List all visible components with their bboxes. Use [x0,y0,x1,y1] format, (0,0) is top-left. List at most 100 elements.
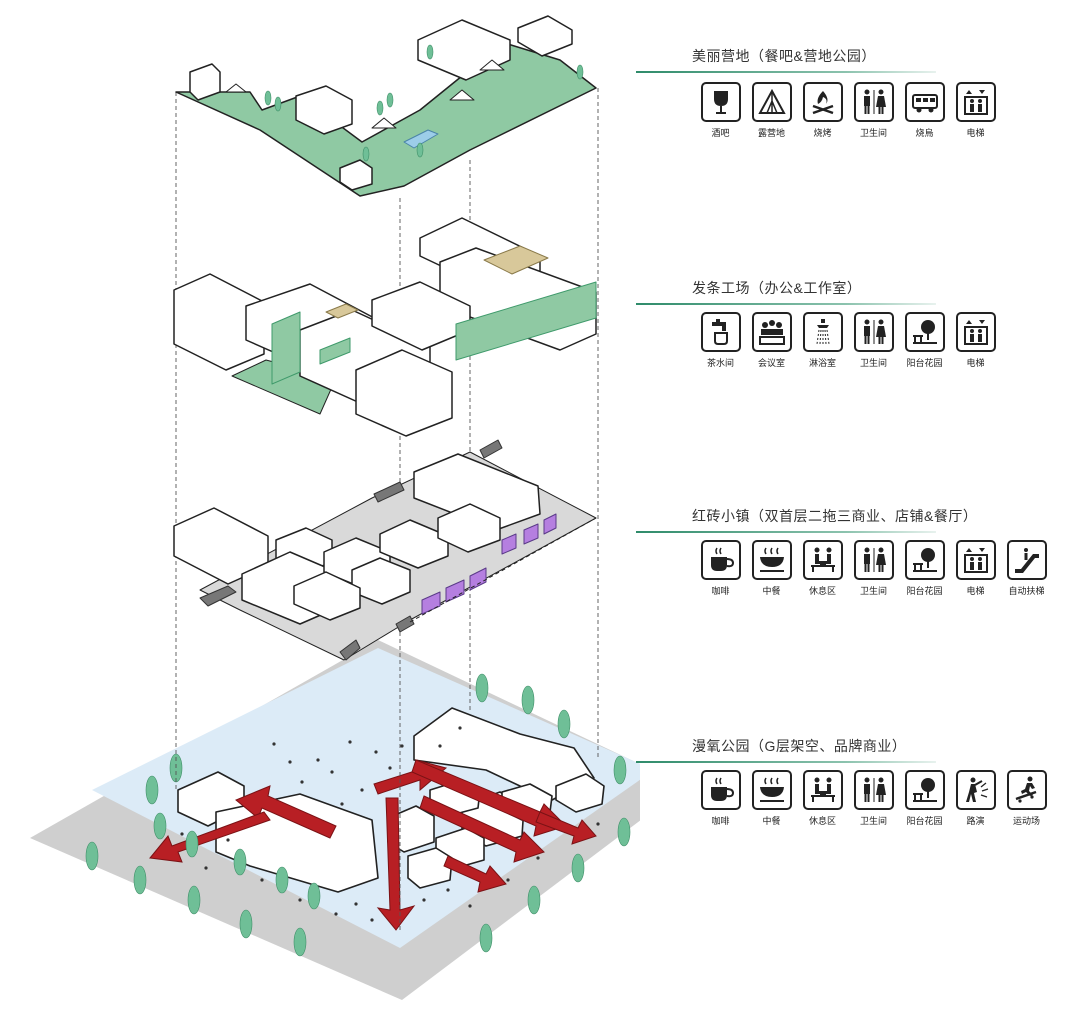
arrow-east-2 [419,795,545,863]
level-windup-workshop [173,217,597,437]
restroom-icon [853,82,894,122]
amenity-label: 电梯 [966,128,985,138]
amenity-restroom: 卫生间 [848,770,899,827]
amenity-row: 咖啡 中餐 休息区 卫生间 阳台花园 [695,540,1052,597]
layer-heading: 红砖小镇（双首层二拖三商业、店铺&餐厅） [636,506,978,533]
coffee-cup-icon [700,540,741,580]
amenity-escalator: 自动扶梯 [1001,540,1052,597]
amenity-balcony-garden: 阳台花园 [899,770,950,827]
amenity-label: 烧烤 [813,128,832,138]
workshop-sand-roofs [325,245,549,319]
amenity-meeting-room: 会议室 [746,312,797,369]
layer-heading: 漫氧公园（G层架空、品牌商业） [636,736,936,763]
skateboard-icon [1006,770,1047,810]
performer-icon [955,770,996,810]
wine-glass-icon [700,82,741,122]
elevator-icon [955,312,996,352]
amenity-elevator: 电梯 [950,312,1001,369]
amenity-roadshow: 路演 [950,770,1001,827]
layer-title: 漫氧公园（G层架空、品牌商业） [692,738,907,754]
campsite-green-deck [175,29,597,197]
layer-title: 美丽营地（餐吧&营地公园） [692,48,876,64]
layer-heading: 美丽营地（餐吧&营地公园） [636,46,936,73]
amenity-coffee: 咖啡 [695,770,746,827]
amenity-label: 休息区 [808,586,836,596]
amenity-label: 阳台花园 [906,586,943,596]
amenity-chinese-food: 中餐 [746,770,797,827]
amenity-label: 卫生间 [859,816,887,826]
amenity-label: 卫生间 [859,358,887,368]
amenity-elevator: 电梯 [950,540,1001,597]
amenity-label: 休息区 [808,816,836,826]
bowl-icon [751,540,792,580]
garden-tree-icon [904,312,945,352]
restroom-icon [853,770,894,810]
amenity-restroom: 卫生间 [848,540,899,597]
arrow-south [376,797,416,931]
shower-icon [802,312,843,352]
amenity-row: 咖啡 中餐 休息区 卫生间 阳台花园 [695,770,1052,827]
campsite-pool [403,129,439,149]
amenity-label: 阳台花园 [906,816,943,826]
amenity-row: 酒吧 露营地 烧烤 卫生间 烧烏 [695,82,1001,139]
amenity-balcony-garden: 阳台花园 [899,540,950,597]
amenity-tea-room: 茶水间 [695,312,746,369]
amenity-label: 茶水间 [706,358,734,368]
layer-divider [636,531,936,533]
stair-ramps [199,439,503,661]
arrow-southeast [443,855,507,893]
rv-camper-icon [904,82,945,122]
amenity-balcony-garden: 阳台花园 [899,312,950,369]
purple-shopfronts [421,513,557,615]
amenity-label: 自动扶梯 [1008,586,1045,596]
level-beautiful-campsite [175,15,597,197]
campsite-trees [264,44,584,162]
amenity-label: 酒吧 [711,128,730,138]
amenity-coffee: 咖啡 [695,540,746,597]
arrow-southwest [149,811,271,863]
ground-level-park [30,640,640,1000]
level-3-dashed-edge [409,517,597,623]
circulation-arrows [149,759,597,931]
layer-heading: 发条工场（办公&工作室） [636,278,936,305]
elevator-icon [955,540,996,580]
amenity-row: 茶水间 会议室 淋浴室 卫生间 阳台花园 [695,312,1001,369]
amenity-label: 路演 [966,816,985,826]
amenity-label: 中餐 [762,816,781,826]
layer-divider [636,303,936,305]
elevator-icon [955,82,996,122]
restroom-icon [853,540,894,580]
tent-icon [751,82,792,122]
amenity-label: 会议室 [757,358,785,368]
exploded-axonometric-diagram [30,15,640,1000]
layer-divider [636,761,936,763]
bench-people-icon [802,540,843,580]
garden-tree-icon [904,770,945,810]
bowl-icon [751,770,792,810]
amenity-label: 运动场 [1012,816,1040,826]
level-red-brick-town [173,439,597,661]
amenity-label: 电梯 [966,358,985,368]
arrow-east-3 [535,811,597,845]
layer-divider [636,71,936,73]
amenity-bar: 酒吧 [695,82,746,139]
amenity-label: 卫生间 [859,586,887,596]
workshop-green-balconies [271,281,597,385]
amenity-label: 咖啡 [711,586,730,596]
water-tap-icon [700,312,741,352]
amenity-label: 烧烏 [915,128,934,138]
amenity-rest-area: 休息区 [797,540,848,597]
meeting-icon [751,312,792,352]
amenity-sports-field: 运动场 [1001,770,1052,827]
amenity-rest-area: 休息区 [797,770,848,827]
amenity-shower: 淋浴室 [797,312,848,369]
amenity-label: 卫生间 [859,128,887,138]
arrow-northwest [235,785,337,839]
coffee-cup-icon [700,770,741,810]
layer-title: 红砖小镇（双首层二拖三商业、店铺&餐厅） [692,508,978,524]
amenity-label: 中餐 [762,586,781,596]
amenity-chinese-food: 中餐 [746,540,797,597]
amenity-label: 阳台花园 [906,358,943,368]
arrow-east-1 [411,759,567,837]
amenity-label: 电梯 [966,586,985,596]
